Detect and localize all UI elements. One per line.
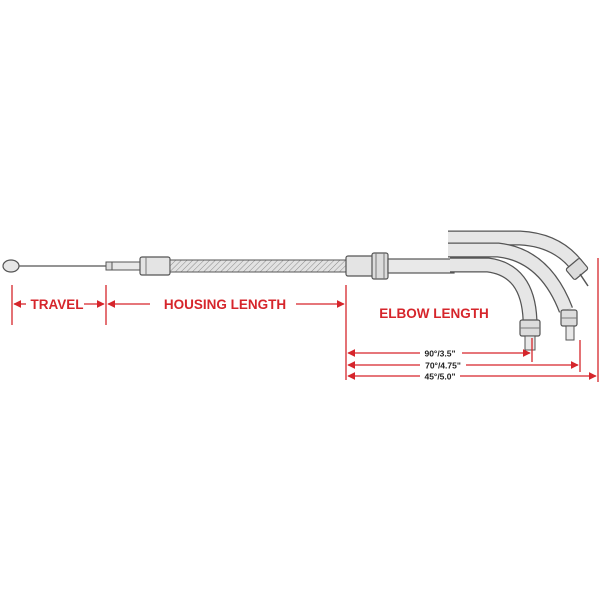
fitting-nut <box>371 252 389 280</box>
cable-eyelet <box>2 259 20 273</box>
braided-housing <box>169 259 349 273</box>
elbow-45 <box>448 230 589 287</box>
elbow-dimension-45: 45°/5.0" <box>424 372 455 382</box>
elbow-length-label: ELBOW LENGTH <box>379 306 489 321</box>
elbow-45-nut <box>565 258 589 280</box>
straight-tube <box>387 258 455 274</box>
travel-label: TRAVEL <box>31 297 84 312</box>
thin-housing <box>111 261 143 271</box>
cable-assembly <box>2 252 455 280</box>
elbow-dimension-70: 70°/4.75" <box>425 361 461 371</box>
dimension-lines <box>11 258 599 382</box>
housing-length-label: HOUSING LENGTH <box>164 297 286 312</box>
elbow-70 <box>448 242 578 341</box>
wire-ferrule <box>105 261 113 271</box>
housing-fitting-left <box>139 256 171 276</box>
housing-fitting-right <box>345 255 375 277</box>
elbow-70-tip <box>565 325 575 341</box>
elbow-90-tip <box>524 335 536 351</box>
elbow-dimension-90: 90°/3.5" <box>424 349 455 359</box>
